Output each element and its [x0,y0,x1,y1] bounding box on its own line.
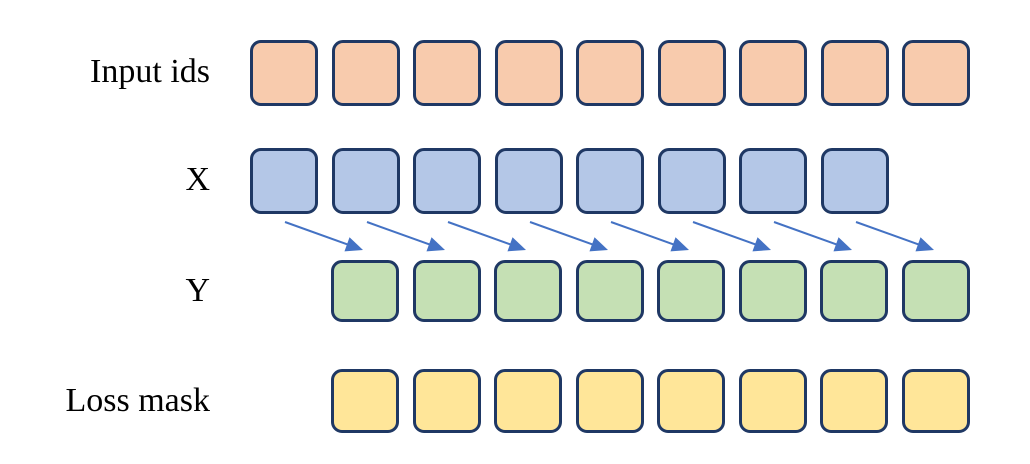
token-box-loss-mask-7 [820,369,888,433]
shift-arrow-8 [855,221,934,252]
token-box-x-3 [413,148,481,214]
token-box-x-4 [494,148,563,214]
token-box-loss-mask-8 [901,369,970,433]
token-box-y-8 [901,260,970,322]
token-box-input-ids-6 [657,40,726,106]
token-box-input-ids-1 [250,40,318,106]
token-box-y-7 [820,260,888,322]
token-box-loss-mask-5 [657,369,725,433]
row-label-input-ids: Input ids [90,53,210,90]
token-box-input-ids-5 [576,40,644,106]
token-box-y-6 [738,260,807,322]
token-box-loss-mask-1 [331,369,399,433]
token-box-input-ids-8 [820,40,889,106]
token-box-input-ids-4 [494,40,563,106]
token-box-x-7 [739,148,807,214]
shift-arrow-4 [529,221,608,252]
token-box-loss-mask-4 [575,369,644,433]
token-box-loss-mask-2 [412,369,481,433]
token-box-input-ids-2 [331,40,400,106]
row-label-y: Y [185,272,210,309]
token-box-x-2 [331,148,400,214]
token-box-loss-mask-3 [494,369,562,433]
token-box-x-1 [250,148,318,214]
token-box-y-3 [494,260,562,322]
shift-arrow-1 [284,221,363,252]
shift-arrow-6 [692,221,771,252]
token-box-y-4 [575,260,644,322]
token-box-y-2 [412,260,481,322]
token-box-loss-mask-6 [738,369,807,433]
shift-arrow-7 [773,221,852,252]
shift-arrow-2 [366,221,445,252]
token-box-y-1 [331,260,399,322]
token-box-input-ids-3 [413,40,481,106]
token-box-x-5 [576,148,644,214]
token-box-input-ids-7 [739,40,807,106]
token-box-y-5 [657,260,725,322]
token-box-x-6 [657,148,726,214]
row-label-x: X [185,161,210,198]
shift-arrow-5 [610,221,689,252]
token-box-input-ids-9 [902,40,970,106]
row-label-loss-mask: Loss mask [65,382,211,419]
token-box-x-8 [820,148,889,214]
shift-arrow-3 [447,221,526,252]
